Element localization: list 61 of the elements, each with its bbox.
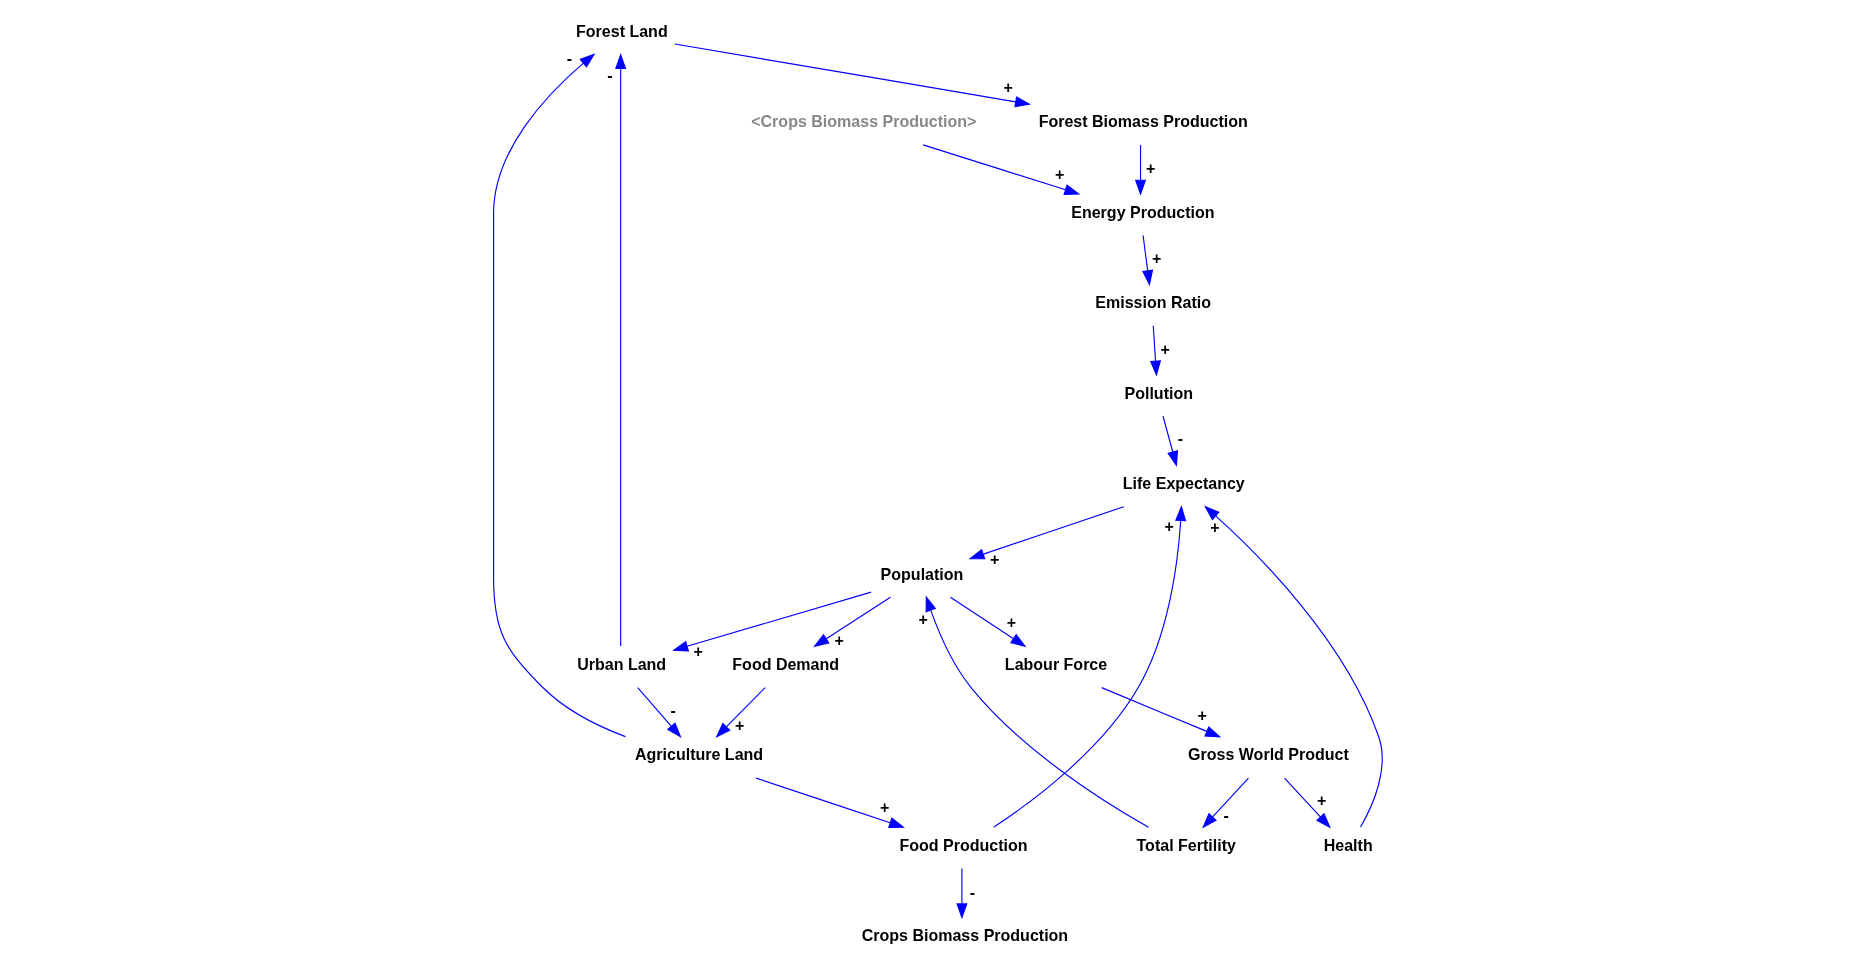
node-text: Population: [880, 564, 963, 583]
edge-label: +: [1054, 165, 1064, 184]
node-text: Emission Ratio: [1094, 293, 1211, 312]
edge-label: +: [1006, 612, 1016, 631]
edge-label: -: [1177, 428, 1183, 447]
edge-label: +: [1316, 791, 1326, 810]
node-text: Pollution: [1124, 383, 1193, 402]
arrow: [922, 144, 1080, 195]
node-text: Life Expectancy: [1122, 474, 1245, 493]
edge-label: +: [833, 630, 844, 649]
edge-label: +: [1196, 706, 1207, 725]
edge-label: +: [1163, 517, 1174, 536]
arrow: [636, 687, 682, 739]
edge-label: -: [606, 65, 613, 84]
arrow: [1283, 777, 1331, 829]
node-text: Crops Biomass Production: [861, 926, 1068, 945]
node-text: <Crops Biomass Production>: [750, 112, 976, 131]
arrow: [967, 506, 1124, 560]
arrow: [955, 867, 968, 920]
arrow: [1100, 687, 1221, 738]
arrow: [992, 505, 1186, 828]
edge-label: +: [989, 549, 999, 568]
node-text: Forest Biomass Production: [1038, 112, 1248, 131]
node-text: Health: [1323, 835, 1373, 854]
arrow: [812, 596, 891, 648]
edge-label: -: [566, 48, 572, 67]
arrow: [755, 777, 905, 828]
node-text: Food Demand: [731, 655, 839, 674]
edge-label: -: [1223, 805, 1229, 824]
arrow: [949, 596, 1026, 648]
edge-label: +: [1159, 339, 1170, 358]
node-text: Forest Land: [575, 21, 668, 40]
edge-label: +: [734, 716, 744, 735]
arrow: [1201, 777, 1249, 829]
node-text: Agriculture Land: [634, 745, 763, 764]
arrow: [1141, 234, 1153, 287]
node-text: Urban Land: [576, 655, 666, 674]
edge-label: +: [1145, 159, 1155, 178]
edge-label: +: [693, 642, 703, 661]
edge-label: +: [1209, 517, 1220, 536]
arrow: [1134, 144, 1146, 196]
arrow: [671, 591, 872, 652]
arrow: [492, 53, 626, 738]
edge-label: +: [1002, 77, 1013, 96]
arrow: [1149, 325, 1161, 377]
arrow: [1203, 505, 1383, 828]
node-text: Food Production: [899, 835, 1028, 854]
node-text: Total Fertility: [1136, 835, 1236, 854]
edge-label: +: [917, 610, 928, 629]
arrow: [925, 595, 1149, 828]
node-text: Energy Production: [1070, 202, 1215, 221]
edge-label: -: [969, 882, 975, 901]
arrow: [714, 687, 766, 738]
node-text: Labour Force: [1004, 655, 1107, 674]
arrow: [614, 52, 626, 647]
edge-label: -: [670, 700, 676, 719]
arrow: [1161, 415, 1178, 467]
edge-label: +: [1151, 248, 1161, 267]
node-text: Gross World Product: [1187, 745, 1349, 764]
arrow: [673, 43, 1031, 108]
edge-label: +: [879, 797, 889, 816]
